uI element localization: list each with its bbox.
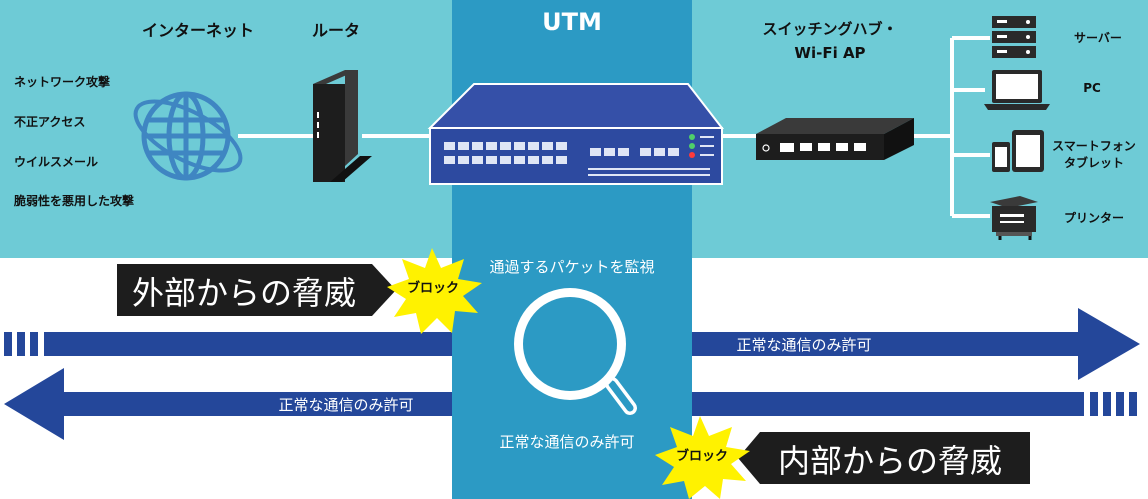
utm-appliance-icon xyxy=(427,83,725,185)
magnifier-icon xyxy=(514,288,637,415)
outbound-allow-label: 正常な通信のみ許可 xyxy=(736,336,871,354)
laptop-icon xyxy=(984,70,1050,110)
router-icon xyxy=(313,70,372,182)
internal-threat-box xyxy=(738,432,1030,484)
external-block-label: ブロック xyxy=(407,280,459,296)
printer-label: プリンター xyxy=(1064,210,1124,225)
external-block-burst xyxy=(387,248,482,334)
server-label: サーバー xyxy=(1074,31,1122,45)
attack-list: ネットワーク攻撃 不正アクセス ウイルスメール 脆弱性を悪用した攻撃 xyxy=(13,74,134,208)
switch-label-line1: スイッチングハブ・ xyxy=(762,20,897,38)
starburst-icon xyxy=(655,416,750,499)
tablet-icon xyxy=(1012,130,1044,172)
external-threat-label: 外部からの脅威 xyxy=(132,274,356,312)
printer-icon xyxy=(990,196,1038,240)
pc-label: PC xyxy=(1083,81,1101,95)
switch-icon xyxy=(756,118,914,160)
connection-lines xyxy=(238,36,990,218)
globe-icon xyxy=(133,91,243,181)
switch-label-line2: Wi-Fi AP xyxy=(794,44,865,62)
attack-item: 脆弱性を悪用した攻撃 xyxy=(13,193,134,208)
router-label: ルータ xyxy=(312,21,360,40)
server-icon xyxy=(992,16,1036,58)
inbound-allow-label: 正常な通信のみ許可 xyxy=(278,396,413,414)
smartphone-label-line1: スマートフォン xyxy=(1052,139,1136,153)
utm-label: UTM xyxy=(542,8,602,36)
starburst-icon xyxy=(387,248,482,334)
smartphone-label-line2: タブレット xyxy=(1064,155,1124,170)
internal-block-burst xyxy=(655,416,750,499)
internet-label: インターネット xyxy=(142,21,254,40)
external-threat-box xyxy=(117,264,396,316)
internal-threat-label: 内部からの脅威 xyxy=(778,442,1002,480)
attack-item: 不正アクセス xyxy=(14,115,85,129)
attack-item: ネットワーク攻撃 xyxy=(14,74,110,89)
monitor-label: 通過するパケットを監視 xyxy=(489,258,654,276)
smartphone-icon xyxy=(992,142,1010,172)
utm-allow-label: 正常な通信のみ許可 xyxy=(499,433,634,451)
internal-block-label: ブロック xyxy=(676,448,728,464)
attack-item: ウイルスメール xyxy=(14,155,98,169)
